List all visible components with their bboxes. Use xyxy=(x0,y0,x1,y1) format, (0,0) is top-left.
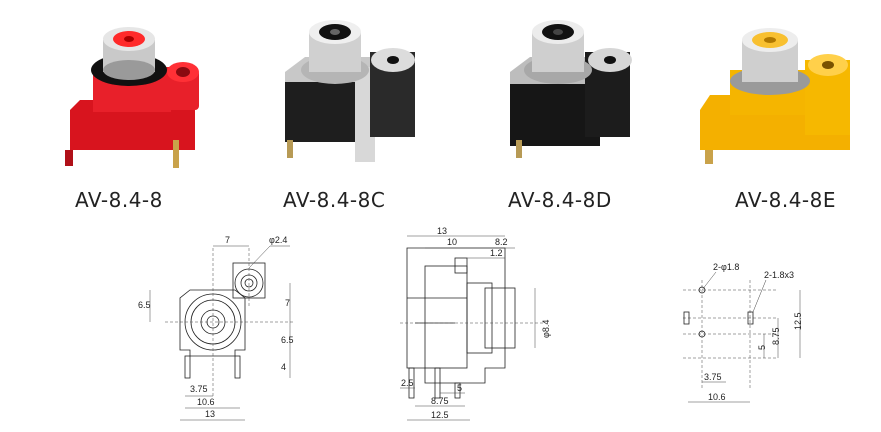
dim-front-8: 10.6 xyxy=(197,397,215,407)
dim-pcb-2: 2-1.8x3 xyxy=(764,270,794,280)
product-label-2: AV-8.4-8C xyxy=(283,188,386,212)
dim-side-9: 12.5 xyxy=(431,410,449,420)
dim-side-4: 1.2 xyxy=(490,248,503,258)
pcb-layout-drawing: 2-φ1.8 2-1.8x3 12.5 8.75 5 3.75 10.6 xyxy=(683,262,803,403)
dim-front-2: φ2.4 xyxy=(269,235,287,245)
side-view-drawing: 13 10 8.2 1.2 φ8.4 2.5 5 8.75 12.5 xyxy=(400,226,551,421)
dim-side-6: 2.5 xyxy=(401,378,414,388)
front-view-drawing: 7 φ2.4 6.5 7 6.5 4 3.75 10.6 13 xyxy=(138,235,295,421)
dim-pcb-3: 12.5 xyxy=(793,312,803,330)
dim-front-6: 4 xyxy=(281,362,286,372)
dim-front-4: 7 xyxy=(285,298,290,308)
product-label-4: AV-8.4-8E xyxy=(735,188,837,212)
dim-side-8: 8.75 xyxy=(431,396,449,406)
dim-side-7: 5 xyxy=(457,383,462,393)
dim-side-5: φ8.4 xyxy=(541,320,551,338)
dim-side-1: 13 xyxy=(437,226,447,236)
dim-pcb-4: 8.75 xyxy=(771,327,781,345)
dim-pcb-7: 10.6 xyxy=(708,392,726,402)
dim-side-3: 8.2 xyxy=(495,237,508,247)
product-image-av-8-4-8d xyxy=(510,20,632,158)
dim-pcb-1: 2-φ1.8 xyxy=(713,262,739,272)
dim-front-9: 13 xyxy=(205,409,215,419)
dim-front-5: 6.5 xyxy=(281,335,294,345)
dim-pcb-6: 3.75 xyxy=(704,372,722,382)
dim-side-2: 10 xyxy=(447,237,457,247)
product-image-av-8-4-8 xyxy=(65,27,199,168)
product-image-av-8-4-8e xyxy=(700,28,850,164)
product-label-3: AV-8.4-8D xyxy=(508,188,612,212)
dim-front-1: 7 xyxy=(225,235,230,245)
dim-front-7: 3.75 xyxy=(190,384,208,394)
product-label-1: AV-8.4-8 xyxy=(75,188,163,212)
dim-pcb-5: 5 xyxy=(757,345,767,350)
dim-front-3: 6.5 xyxy=(138,300,151,310)
product-image-av-8-4-8c xyxy=(285,20,415,162)
